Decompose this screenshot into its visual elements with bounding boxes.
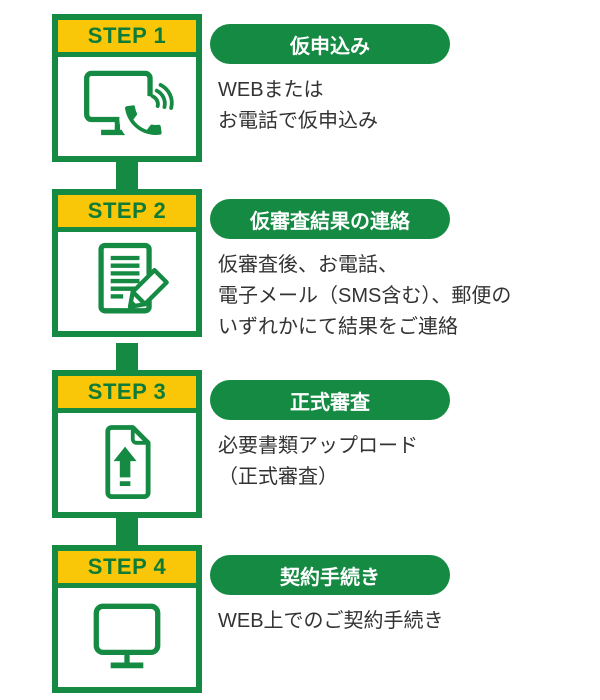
step-2-description: 仮審査後、お電話、 電子メール（SMS含む）、郵便の いずれかにて結果をご連絡: [218, 254, 512, 338]
document-pencil-icon: [58, 232, 196, 331]
step-1-box: STEP 1: [52, 14, 202, 162]
connector-1-2: [116, 162, 138, 189]
step-4-box: STEP 4: [52, 545, 202, 693]
monitor-phone-icon: [58, 57, 196, 156]
step-3-description: 必要書類アップロード （正式審査）: [218, 435, 418, 488]
step-row-2: STEP 2 仮審査結果の連: [52, 189, 600, 343]
step-1-info: 仮申込み WEBまたは お電話で仮申込み: [210, 14, 450, 137]
monitor-icon: [58, 588, 196, 687]
step-4-description: WEB上でのご契約手続き: [218, 610, 444, 632]
connector-3-4: [116, 518, 138, 545]
step-4-info: 契約手続き WEB上でのご契約手続き: [210, 545, 450, 637]
step-row-3: STEP 3 正式審査 必要書類アップロード （正式審査）: [52, 370, 600, 518]
step-1-description: WEBまたは お電話で仮申込み: [218, 79, 378, 132]
connector-2-3: [116, 343, 138, 370]
step-2-info: 仮審査結果の連絡 仮審査後、お電話、 電子メール（SMS含む）、郵便の いずれか…: [210, 189, 511, 343]
step-row-4: STEP 4 契約手続き WEB上でのご契約手続き: [52, 545, 600, 693]
step-4-badge: 契約手続き: [210, 555, 450, 595]
step-2-label: STEP 2: [58, 195, 196, 232]
process-flow: STEP 1 仮申込み WEBまたは: [52, 14, 600, 693]
step-1-badge: 仮申込み: [210, 24, 450, 64]
document-upload-icon: [58, 413, 196, 512]
step-4-label: STEP 4: [58, 551, 196, 588]
step-3-label: STEP 3: [58, 376, 196, 413]
step-2-badge: 仮審査結果の連絡: [210, 199, 450, 239]
step-3-badge: 正式審査: [210, 380, 450, 420]
step-2-box: STEP 2: [52, 189, 202, 337]
step-1-label: STEP 1: [58, 20, 196, 57]
step-3-box: STEP 3: [52, 370, 202, 518]
step-row-1: STEP 1 仮申込み WEBまたは: [52, 14, 600, 162]
step-3-info: 正式審査 必要書類アップロード （正式審査）: [210, 370, 450, 493]
